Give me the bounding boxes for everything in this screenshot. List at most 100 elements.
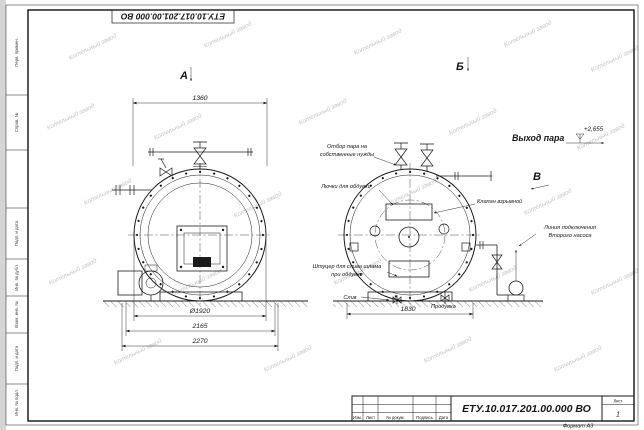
steam-outlet-label: Выход пара [512, 133, 564, 143]
annotation-hatches: Лючки для обдувки [320, 184, 394, 206]
rear-nozzle-pipe [436, 171, 492, 181]
annotation-drain: Слив [343, 295, 390, 301]
annotation-sludge: Штуцер для слива шлама при обдувке [313, 264, 398, 278]
sheet-label: Лист [613, 399, 622, 404]
stub-left [349, 242, 359, 252]
annotation-text: Лючки для обдувки [320, 184, 371, 190]
annotation-text: Клапан взрывной [477, 198, 522, 205]
steam-outlet-callout: Выход пара +2,655 [512, 126, 605, 144]
annotation-text: Линия подключения [543, 225, 596, 231]
pump-piping [476, 241, 508, 296]
dim-text: 1830 [400, 306, 415, 313]
top-stamp-text: ЕТУ.10.017.201.00.000 ВО [121, 12, 226, 22]
watermark-text: Котельный завод [202, 19, 253, 49]
dimension-1360: 1360 [132, 95, 268, 166]
watermark-text: Котельный завод [152, 111, 203, 141]
sheet-frame: Перв. примен. Справ. № Подп. и дата Инв.… [5, 4, 639, 426]
burner [117, 264, 164, 301]
column-date: Дата [439, 415, 449, 420]
dimension-diameter-1920: Ø1920 [133, 240, 267, 321]
stub-right [461, 242, 471, 252]
annotation-text: Отбор пара на [327, 144, 367, 150]
top-hatch [385, 203, 433, 221]
flange-bolts [345, 170, 475, 300]
shoulder-fitting [158, 158, 173, 177]
view-b-rear: 1830 Б В Выход пара +2,655 Отбор пара на… [313, 57, 605, 319]
view-label-v: В [533, 171, 541, 183]
watermark-text: Котельный завод [297, 96, 348, 126]
watermark-text: Котельный завод [262, 343, 313, 373]
ground-hatch [103, 301, 308, 307]
watermark-text: Котельный завод [232, 189, 283, 219]
annotation-text: собственные нужды [320, 152, 374, 158]
column-list: Лист [366, 415, 375, 420]
watermark-text: Котельный завод [82, 176, 133, 206]
view-label-a: А [179, 70, 188, 82]
column-docnum: № докум. [386, 415, 404, 420]
dimension-2270: 2270 [121, 303, 279, 351]
annotation-text: Продувка [431, 304, 456, 310]
format-label: Формат А3 [563, 424, 594, 430]
scan-edge [0, 0, 6, 430]
margin-label: Подп. и дата [14, 220, 19, 246]
burner-opening [193, 257, 211, 267]
center-nozzle [398, 226, 420, 248]
margin-label: Справ. № [14, 112, 19, 132]
watermark-text: Котельный завод [589, 43, 640, 73]
left-flanged-nozzle [112, 185, 152, 195]
margin-label: Перв. примен. [14, 38, 19, 67]
port-left [369, 225, 381, 237]
column-sign: Подпись [416, 415, 433, 420]
annotation-text: Второго насоса [548, 233, 591, 239]
watermark-text: Котельный завод [422, 334, 473, 364]
annotation-explosion-valve: Клапан взрывной [433, 198, 522, 214]
dim-text: 2165 [191, 323, 207, 330]
annotation-own-needs: Отбор пара на собственные нужды [320, 144, 397, 166]
watermark-text: Котельный завод [352, 26, 403, 56]
watermark-text: Котельный завод [45, 101, 96, 131]
watermark-text: Котельный завод [112, 336, 163, 366]
dimension-2165: 2165 [125, 303, 276, 336]
view-a-front: 1360 Ø1920 2165 2270 А [103, 67, 308, 351]
watermark-text: Котельный завод [47, 256, 98, 286]
annotation-text: Слив [343, 295, 356, 301]
margin-label: Подп. и дата [14, 345, 19, 371]
steam-outlet-valve [420, 143, 434, 172]
margin-label: Взам. инв. № [14, 301, 19, 328]
dim-text: 1360 [192, 95, 207, 102]
top-stamp-box [111, 9, 235, 24]
elevation-label: +2,655 [584, 126, 604, 133]
dim-text: Ø1920 [189, 308, 211, 315]
watermark-text: Котельный завод [522, 186, 573, 216]
annotation-text: Штуцер для слива шлама [313, 264, 382, 270]
port-right [438, 223, 450, 235]
watermark-text: Котельный завод [502, 18, 553, 48]
upper-manifold-pipe [148, 148, 253, 156]
annotation-blowdown: Продувка [431, 304, 456, 310]
margin-label: Инв. № подл. [14, 389, 19, 416]
watermark-layer: Котельный завод Котельный завод Котельны… [45, 18, 640, 373]
pump [507, 249, 525, 302]
bottom-hatch [388, 260, 430, 278]
watermark-text: Котельный завод [67, 31, 118, 61]
annotation-text: при обдувке [331, 272, 363, 278]
watermark-text: Котельный завод [552, 343, 603, 373]
support-saddle [159, 291, 243, 302]
watermark-text: Котельный завод [589, 266, 640, 296]
title-block: Изм. Лист № докум. Подпись Дата ЕТУ.10.0… [351, 395, 635, 430]
watermark-text: Котельный завод [387, 176, 438, 206]
dim-text: 2270 [191, 338, 207, 345]
margin-label: Инв. № дубл. [14, 264, 19, 291]
column-izm: Изм. [353, 415, 362, 420]
annotation-pump-line: Линия подключения Второго насоса [518, 225, 596, 247]
flange-bolts [135, 170, 265, 300]
watermark-text: Котельный завод [447, 106, 498, 136]
view-label-b: Б [456, 61, 464, 73]
sheet-number: 1 [616, 412, 620, 419]
document-number: ЕТУ.10.017.201.00.000 ВО [462, 403, 591, 415]
view-v-arrow [530, 184, 550, 190]
top-valve [193, 141, 207, 169]
ground-hatch [333, 301, 543, 307]
